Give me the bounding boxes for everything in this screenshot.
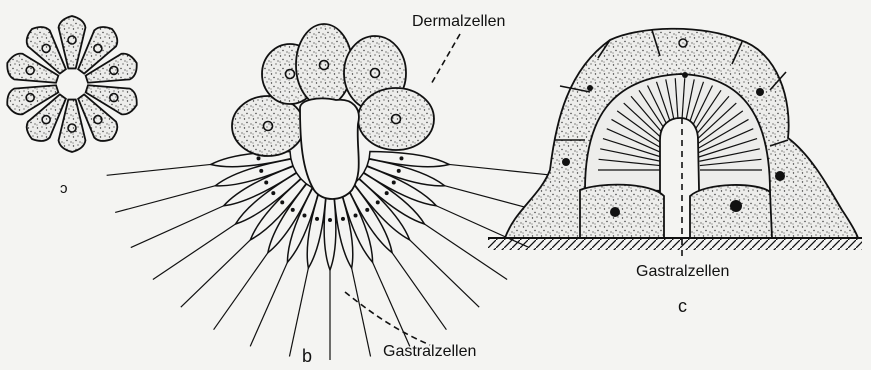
b-ray	[250, 262, 287, 346]
b-cavity	[300, 98, 359, 199]
b-nucleus-dot	[257, 156, 261, 160]
b-ray	[107, 164, 211, 175]
b-nucleus-dot	[385, 191, 389, 195]
b-nucleus-dot	[315, 217, 319, 221]
b-ray	[373, 262, 410, 346]
b-nucleus-dot	[399, 156, 403, 160]
b-pointer-gastral	[345, 292, 430, 345]
label-b: b	[302, 346, 312, 367]
c-substrate-hatch	[488, 238, 862, 250]
c-nucleus	[562, 158, 570, 166]
b-nucleus-dot	[392, 181, 396, 185]
c-nucleus	[756, 88, 764, 96]
b-ray	[181, 240, 251, 307]
b-ray	[392, 253, 446, 330]
b-nucleus-dot	[291, 208, 295, 212]
b-nucleus-dot	[376, 200, 380, 204]
figure-c-attached-larva	[488, 29, 862, 256]
b-nucleus-dot	[397, 169, 401, 173]
b-nucleus-dot	[365, 208, 369, 212]
label-gastralzellen-c: Gastralzellen	[636, 263, 729, 281]
b-dermal-cell	[232, 96, 304, 156]
b-nucleus-dot	[259, 169, 263, 173]
b-nucleus-dot	[341, 217, 345, 221]
label-c: c	[678, 296, 687, 317]
c-nucleus	[775, 171, 785, 181]
b-ray	[449, 164, 553, 175]
c-nucleus	[730, 200, 742, 212]
b-ray	[289, 268, 308, 357]
b-nucleus-dot	[354, 213, 358, 217]
b-nucleus-dot	[264, 181, 268, 185]
b-nucleus-dot	[302, 213, 306, 217]
b-pointer-dermal	[430, 34, 460, 86]
b-dermal-cell	[296, 24, 352, 106]
b-ray	[115, 186, 215, 213]
label-a: ɔ	[60, 180, 68, 197]
b-ray	[214, 253, 268, 330]
b-ray	[410, 240, 480, 307]
label-gastralzellen-b: Gastralzellen	[383, 343, 476, 361]
c-nucleus	[587, 85, 593, 91]
b-ray	[352, 268, 371, 357]
c-nucleus	[682, 72, 688, 78]
b-nucleus-dot	[328, 218, 332, 222]
c-nucleus	[610, 207, 620, 217]
figure-b-gastrula	[107, 24, 554, 360]
b-nucleus-dot	[280, 200, 284, 204]
figure-a-blastula-ring	[7, 16, 136, 152]
b-dermal-cell	[358, 88, 434, 150]
label-dermalzellen: Dermalzellen	[412, 13, 505, 31]
b-nucleus-dot	[271, 191, 275, 195]
